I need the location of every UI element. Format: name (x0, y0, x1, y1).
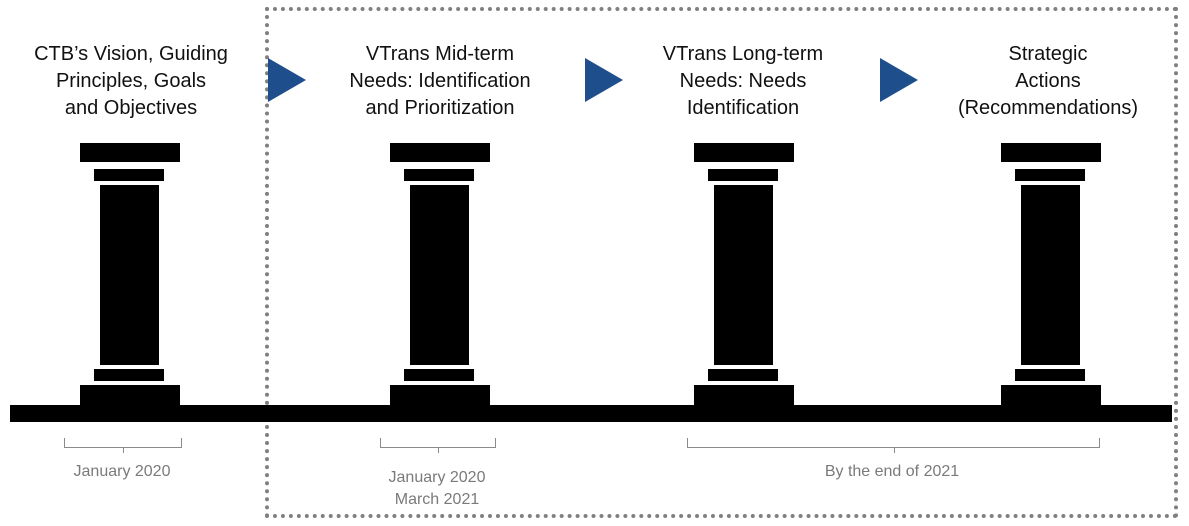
phase-2-title-line-1: VTrans Mid-term (365, 43, 515, 65)
phase-1-title-line-2: Principles, Goals (55, 70, 207, 92)
phase-4-title: Strategic Actions (Recommendations) (928, 41, 1168, 122)
phase-3-title-line-1: VTrans Long-term (662, 43, 824, 65)
phase-2-title-line-3: and Prioritization (365, 97, 515, 119)
phase-4-title-line-1: Strategic (1008, 43, 1088, 65)
timeline-date-2-line-2: March 2021 (394, 491, 480, 508)
arrow-right-icon (268, 58, 306, 102)
arrow-right-icon (585, 58, 623, 102)
phase-3-title-line-3: Identification (686, 97, 800, 119)
phase-2-title-line-2: Needs: Identification (349, 70, 531, 92)
timeline-date-1: January 2020 (52, 461, 192, 483)
timeline-ground-bar (10, 405, 1172, 422)
phase-1-title: CTB’s Vision, Guiding Principles, Goals … (11, 41, 251, 122)
timeline-date-2: January 2020 March 2021 (367, 467, 507, 511)
phase-4-title-line-3: (Recommendations) (957, 97, 1139, 119)
phase-1-title-line-3: and Objectives (64, 97, 198, 119)
project-scope-dotted-border (265, 7, 1178, 518)
timeline-bracket-3 (687, 438, 1100, 453)
pillar-icon-phase-2 (390, 143, 490, 407)
phase-1-title-line-1: CTB’s Vision, Guiding (34, 43, 228, 65)
timeline-date-2-line-1: January 2020 (388, 469, 486, 486)
timeline-date-3-line-1: By the end of 2021 (824, 463, 960, 480)
timeline-date-1-line-1: January 2020 (73, 463, 171, 480)
arrow-right-icon (880, 58, 918, 102)
phase-4-title-line-2: Actions (1015, 70, 1081, 92)
timeline-bracket-2 (380, 438, 496, 453)
phase-2-title: VTrans Mid-term Needs: Identification an… (320, 41, 560, 122)
pillar-icon-phase-3 (694, 143, 794, 407)
pillar-icon-phase-4 (1001, 143, 1101, 407)
timeline-date-3: By the end of 2021 (792, 461, 992, 483)
phase-3-title: VTrans Long-term Needs: Needs Identifica… (623, 41, 863, 122)
phase-3-title-line-2: Needs: Needs (679, 70, 807, 92)
pillar-icon-phase-1 (80, 143, 180, 407)
timeline-bracket-1 (64, 438, 182, 453)
